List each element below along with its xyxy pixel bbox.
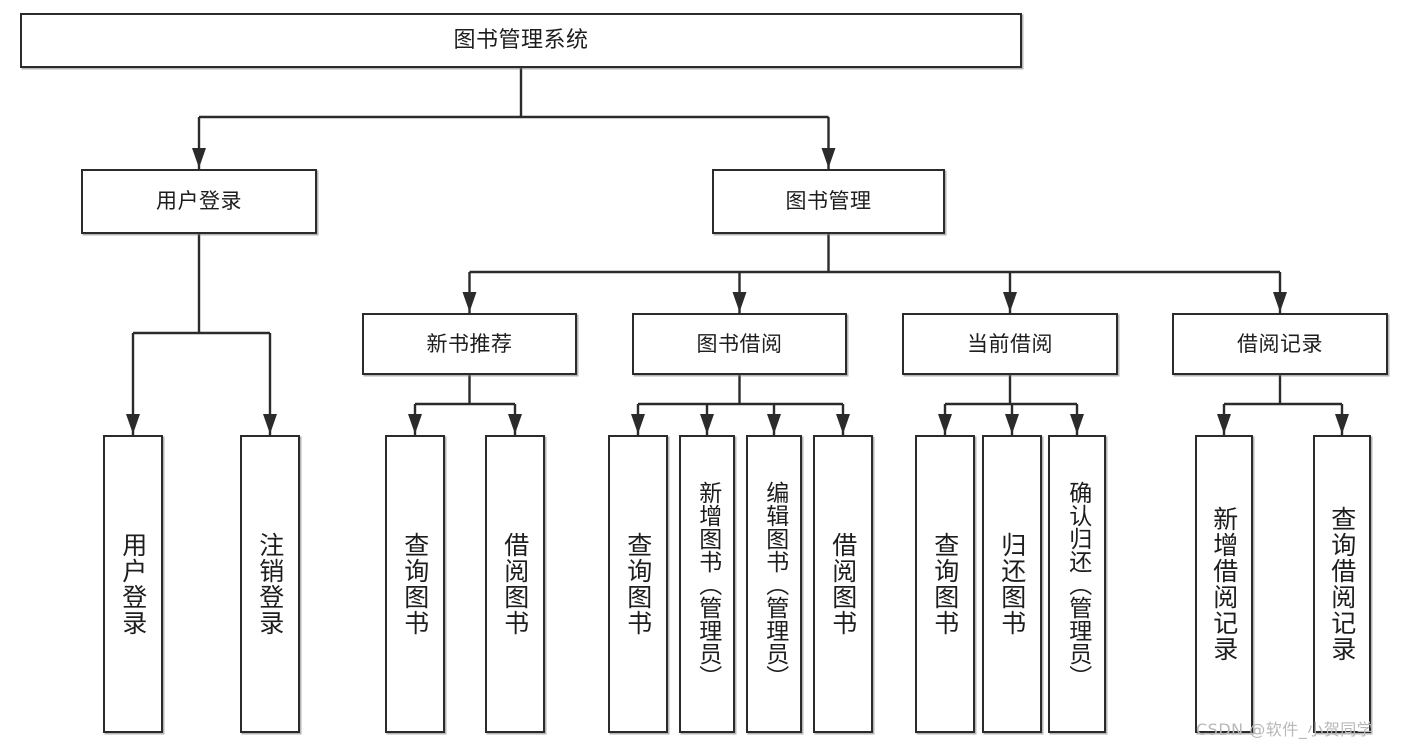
arrowhead-icon (1070, 414, 1084, 434)
node-leaf_edit_book[interactable]: 编辑图书（管理员） (746, 435, 802, 733)
arrowhead-icon (821, 148, 836, 168)
node-label: 编辑图书（管理员） (761, 480, 788, 688)
node-leaf_add_record[interactable]: 新增借阅记录 (1195, 435, 1253, 733)
arrowhead-icon (767, 414, 781, 434)
arrowhead-icon (263, 414, 277, 434)
node-book_borrow[interactable]: 图书借阅 (632, 313, 847, 375)
arrowhead-icon (938, 414, 952, 434)
arrowhead-icon (462, 292, 477, 312)
arrowhead-icon (732, 292, 747, 312)
arrowhead-icon (192, 148, 206, 168)
node-label: 图书借阅 (696, 331, 783, 356)
node-label: 新增借阅记录 (1209, 506, 1239, 662)
node-borrow_record[interactable]: 借阅记录 (1172, 313, 1388, 375)
node-label: 查询图书 (623, 532, 653, 636)
node-label: 借阅记录 (1237, 331, 1323, 356)
node-leaf_query_book_3[interactable]: 查询图书 (915, 435, 975, 733)
arrowhead-icon (700, 414, 714, 434)
node-leaf_user_logout[interactable]: 注销登录 (240, 435, 300, 733)
node-leaf_user_login[interactable]: 用户登录 (103, 435, 163, 733)
arrowhead-icon (126, 414, 140, 434)
csdn-watermark: CSDN @软件_小贺同学 (1196, 720, 1374, 739)
node-label: 图书管理 (785, 189, 872, 214)
node-label: 借阅图书 (500, 532, 530, 636)
node-user_login[interactable]: 用户登录 (81, 169, 317, 234)
node-leaf_query_book_2[interactable]: 查询图书 (608, 435, 668, 733)
node-label: 用户登录 (156, 189, 242, 214)
arrowhead-icon (1003, 292, 1017, 312)
node-leaf_add_book[interactable]: 新增图书（管理员） (679, 435, 735, 733)
node-label: 用户登录 (118, 532, 148, 636)
node-label: 查询图书 (400, 532, 430, 636)
node-current_borrow[interactable]: 当前借阅 (902, 313, 1118, 375)
node-leaf_confirm_return[interactable]: 确认归还（管理员） (1048, 435, 1106, 733)
arrowhead-icon (1217, 414, 1231, 434)
node-book_manage[interactable]: 图书管理 (712, 169, 945, 234)
node-label: 图书管理系统 (453, 27, 589, 53)
node-label: 当前借阅 (967, 331, 1053, 356)
arrowhead-icon (1005, 414, 1019, 434)
node-label: 确认归还（管理员） (1064, 480, 1091, 688)
node-label: 注销登录 (255, 532, 285, 636)
node-leaf_borrow_book_1[interactable]: 借阅图书 (485, 435, 545, 733)
node-label: 归还图书 (997, 532, 1027, 636)
arrowhead-icon (1273, 292, 1287, 312)
node-label: 新书推荐 (426, 331, 513, 356)
node-label: 查询借阅记录 (1327, 506, 1357, 662)
node-leaf_borrow_book_2[interactable]: 借阅图书 (813, 435, 873, 733)
arrowhead-icon (836, 414, 850, 434)
node-label: 查询图书 (930, 532, 960, 636)
node-root-图书管理系统[interactable]: 图书管理系统 (20, 13, 1022, 68)
arrowhead-icon (631, 414, 645, 434)
node-label: 新增图书（管理员） (694, 480, 721, 688)
node-leaf_query_book_1[interactable]: 查询图书 (385, 435, 445, 733)
arrowhead-icon (508, 414, 522, 434)
arrowhead-icon (408, 414, 422, 434)
node-leaf_return_book[interactable]: 归还图书 (982, 435, 1042, 733)
node-new_book_rec[interactable]: 新书推荐 (362, 313, 577, 375)
arrowhead-icon (1335, 414, 1349, 434)
node-label: 借阅图书 (828, 532, 858, 636)
node-leaf_query_record[interactable]: 查询借阅记录 (1313, 435, 1371, 733)
